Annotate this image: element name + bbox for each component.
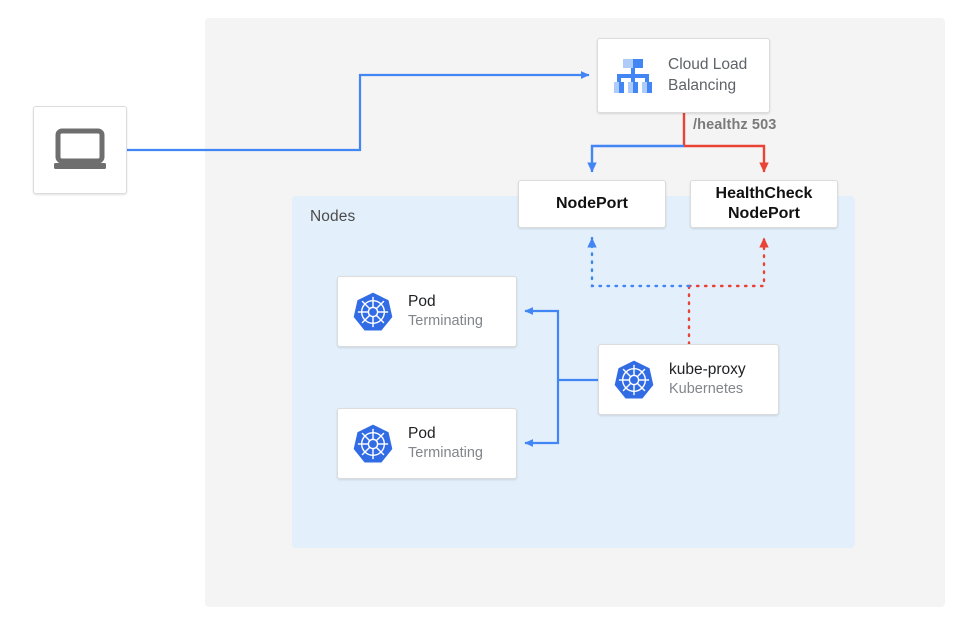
- kube-proxy-title: kube-proxy: [669, 360, 746, 378]
- pod-2-text: Pod Terminating: [408, 424, 483, 463]
- laptop-icon: [54, 128, 106, 169]
- nodeport-label: NodePort: [556, 195, 628, 213]
- cloud-load-balancing-label: Cloud Load Balancing: [668, 56, 748, 94]
- kubernetes-icon: [353, 424, 393, 462]
- healthz-edge-label: /healthz 503: [693, 117, 777, 133]
- kube-proxy-text: kube-proxy Kubernetes: [669, 360, 746, 399]
- healthcheck-nodeport-label: HealthCheck NodePort: [715, 185, 813, 222]
- kube-proxy-subtitle: Kubernetes: [669, 381, 744, 398]
- kubernetes-icon: [614, 360, 654, 398]
- client-node[interactable]: [33, 106, 127, 194]
- nodes-region-label: Nodes: [310, 208, 356, 225]
- healthcheck-nodeport-node[interactable]: HealthCheck NodePort: [690, 180, 838, 228]
- pod-2-status: Terminating: [408, 445, 483, 462]
- kubernetes-icon: [353, 292, 393, 330]
- pod-node-2[interactable]: Pod Terminating: [337, 408, 517, 479]
- kube-proxy-node[interactable]: kube-proxy Kubernetes: [598, 344, 779, 415]
- pod-node-1[interactable]: Pod Terminating: [337, 276, 517, 347]
- pod-2-title: Pod: [408, 424, 436, 442]
- pod-1-text: Pod Terminating: [408, 292, 483, 331]
- nodeport-node[interactable]: NodePort: [518, 180, 666, 228]
- pod-1-title: Pod: [408, 292, 436, 310]
- pod-1-status: Terminating: [408, 313, 483, 330]
- cloud-load-balancing-node[interactable]: Cloud Load Balancing: [597, 38, 770, 113]
- cloud-load-balancing-icon: [614, 58, 652, 93]
